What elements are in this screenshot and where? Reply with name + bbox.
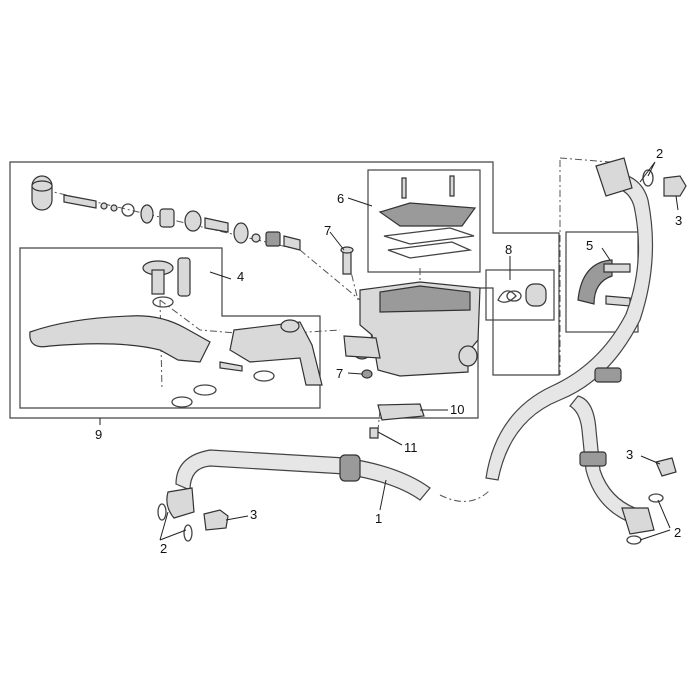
brake-light-switch: [369, 403, 425, 439]
callout-leaders: [99, 161, 679, 541]
callout-7-top: 7: [324, 223, 331, 238]
callout-2-right: 2: [674, 525, 681, 540]
parts-kit-8: [497, 283, 547, 307]
callout-3-right-top: 3: [675, 213, 682, 228]
clamp-5: [577, 259, 631, 307]
kit-frame-8: [485, 269, 555, 321]
brake-lever: [29, 257, 323, 408]
callout-9: 9: [95, 427, 102, 442]
callout-2-left: 2: [160, 541, 167, 556]
callout-10: 10: [450, 402, 464, 417]
assembly-frame-9: [9, 161, 560, 419]
callout-11: 11: [404, 440, 418, 455]
callout-5: 5: [586, 238, 593, 253]
hose-1: [157, 449, 431, 542]
callout-1: 1: [375, 511, 382, 526]
callout-3-right-mid: 3: [626, 447, 633, 462]
piston-kit-parts: [31, 175, 301, 251]
callout-3-left: 3: [250, 507, 257, 522]
callout-labels: 1 2 2 2 3 3 3 4 5 6 7 7 8 9 10 11: [95, 146, 682, 556]
callout-8: 8: [505, 242, 512, 257]
callout-7-bottom: 7: [336, 366, 343, 381]
lever-frame-4: [19, 247, 321, 409]
master-cylinder-body: [340, 246, 481, 379]
cover-frame-6: [367, 169, 481, 273]
callout-4: 4: [237, 269, 244, 284]
hose-right: [485, 157, 687, 545]
reservoir-cover-set: [378, 175, 477, 259]
callout-6: 6: [337, 191, 344, 206]
callout-2-top: 2: [656, 146, 663, 161]
